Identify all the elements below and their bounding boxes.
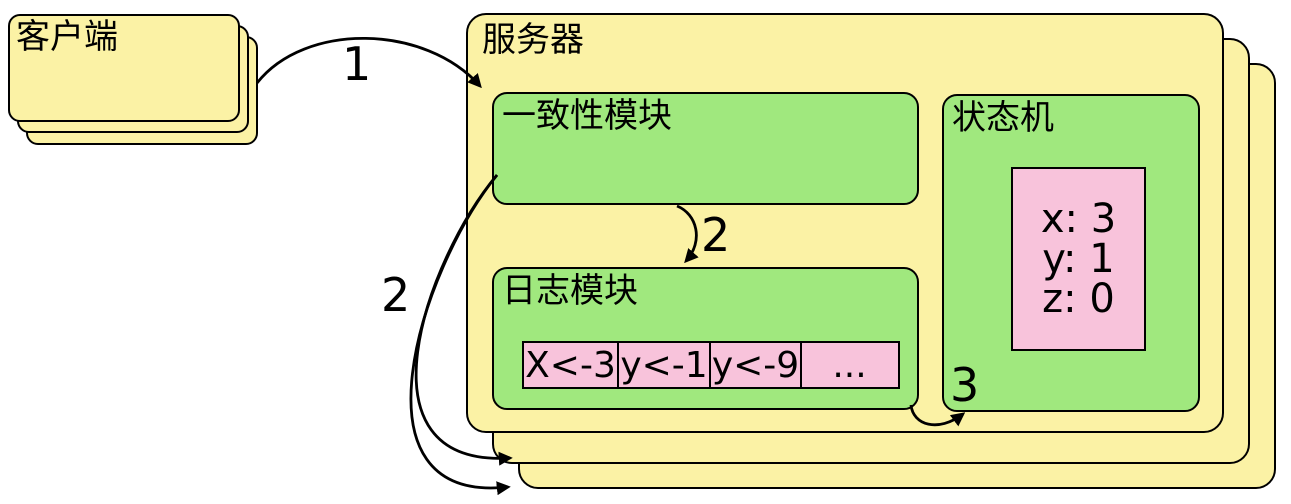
log-entries-row: X<-3 y<-1 y<-9 ... [522,341,900,389]
consistency-module-label: 一致性模块 [502,96,672,136]
client-to-server-arrow [255,37,482,89]
consistency-module-box: 一致性模块 [492,92,919,205]
log-entry-cell: y<-9 [709,341,802,389]
server-card: 服务器 一致性模块 日志模块 X<-3 y<-1 y<-9 ... 状态机 x:… [466,13,1224,433]
log-module-box: 日志模块 X<-3 y<-1 y<-9 ... [492,267,919,410]
log-module-label: 日志模块 [502,271,638,311]
state-variable-line: z: 0 [1042,276,1115,322]
log-entry-cell: ... [799,341,900,389]
client-card: 客户端 [8,14,240,122]
client-label: 客户端 [16,17,118,57]
state-variable-line: y: 1 [1042,236,1115,282]
log-entry-cell: X<-3 [522,341,619,389]
arrow-label-step2-replicate: 2 [381,268,411,322]
state-machine-label: 状态机 [952,98,1054,138]
arrow-label-step1: 1 [342,37,372,91]
server-label: 服务器 [482,20,584,60]
log-entry-cell: y<-1 [616,341,712,389]
state-machine-box: 状态机 x: 3 y: 1 z: 0 [942,94,1200,412]
state-variables-box: x: 3 y: 1 z: 0 [1011,167,1146,351]
state-variable-line: x: 3 [1040,196,1117,242]
